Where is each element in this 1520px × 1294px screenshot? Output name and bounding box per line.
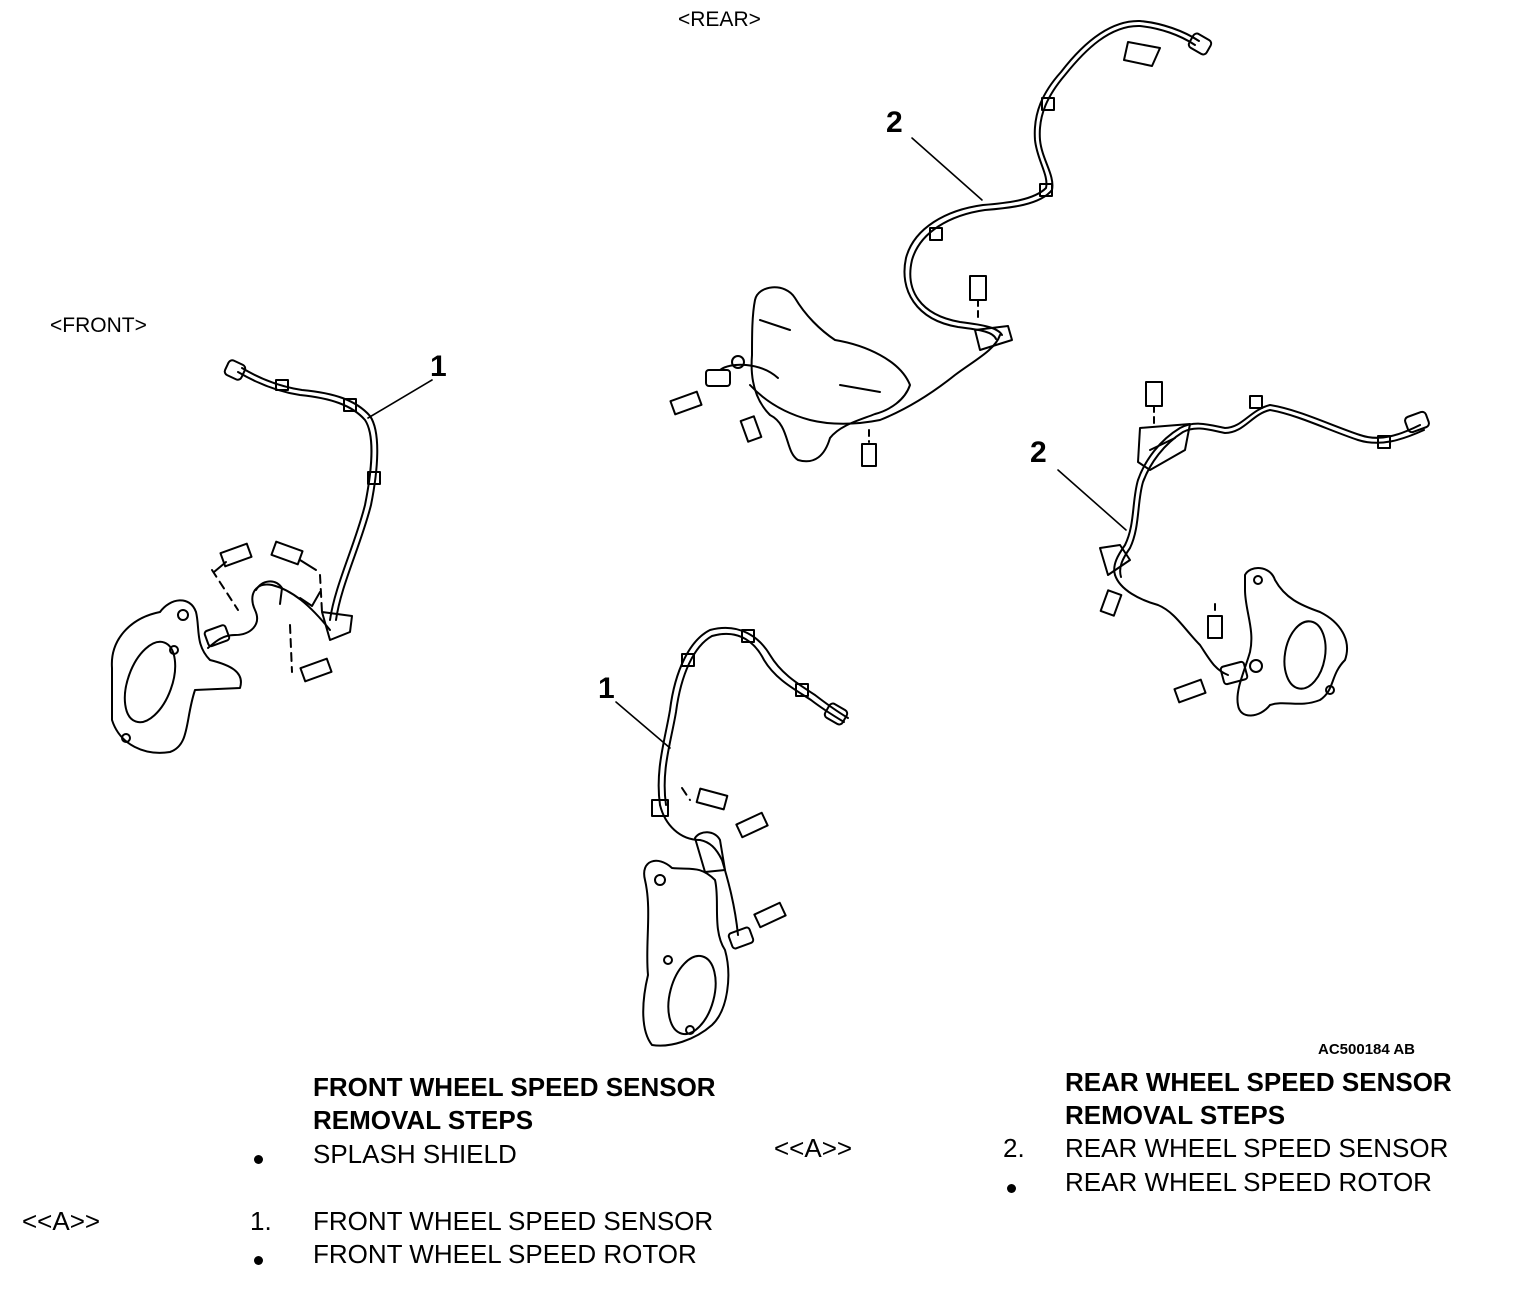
- figure-code: AC500184 AB: [1318, 1041, 1415, 1058]
- front-center-bolt-2: [736, 813, 767, 838]
- front-left-knuckle: [112, 600, 241, 752]
- rear-right-bolt-1: [1146, 382, 1162, 426]
- front-left-bolt-1: [214, 544, 252, 572]
- front-center-sensor: [728, 927, 754, 950]
- front-steps-heading-line1: FRONT WHEEL SPEED SENSOR: [313, 1072, 716, 1102]
- rear-upper-bolt-4: [862, 430, 876, 466]
- rear-right-knuckle: [1237, 568, 1347, 715]
- rear-upper-bolt-1: [970, 276, 986, 318]
- rear-step-rotor: REAR WHEEL SPEED ROTOR: [1065, 1167, 1432, 1197]
- callout-rear-upper: 2: [886, 106, 903, 139]
- front-left-bolt-3: [300, 659, 331, 682]
- rear-upper-bracket: [975, 326, 1012, 350]
- front-center-bolt-1: [697, 789, 728, 810]
- front-left-harness: [238, 372, 371, 620]
- rear-upper-connector: [1187, 32, 1212, 56]
- rear-upper-assembly: [670, 21, 1212, 466]
- front-step-rotor: FRONT WHEEL SPEED ROTOR: [313, 1239, 697, 1269]
- leader-rear-right: [1058, 470, 1126, 530]
- rear-upper-knuckle: [752, 287, 910, 461]
- step-bullet: [1007, 1184, 1016, 1193]
- front-center-bolt-3: [754, 903, 785, 928]
- step-bullet: [254, 1256, 263, 1265]
- front-step-marker: <<A>>: [22, 1206, 101, 1236]
- leader-front-upper: [368, 380, 432, 418]
- rear-steps-heading-line1: REAR WHEEL SPEED SENSOR: [1065, 1067, 1452, 1097]
- front-step-splash-shield: SPLASH SHIELD: [313, 1139, 517, 1169]
- rear-right-mount: [1138, 424, 1190, 470]
- rear-steps-heading-line2: REMOVAL STEPS: [1065, 1100, 1286, 1130]
- callout-front-upper: 1: [430, 350, 447, 383]
- rear-step-marker: <<A>>: [774, 1133, 853, 1163]
- leader-front-lower: [616, 702, 670, 748]
- rear-right-assembly: [1100, 382, 1430, 716]
- leader-rear-upper: [912, 138, 982, 200]
- rear-view-label: <REAR>: [678, 8, 761, 31]
- rear-upper-bolt-2: [670, 392, 701, 415]
- front-left-bracket: [322, 612, 352, 640]
- rear-upper-mount: [1124, 42, 1160, 66]
- front-view-label: <FRONT>: [50, 314, 147, 337]
- front-left-assembly: [112, 359, 380, 753]
- front-left-connector: [223, 359, 246, 381]
- rear-step-sensor: REAR WHEEL SPEED SENSOR: [1065, 1133, 1449, 1163]
- front-center-assembly: [643, 628, 848, 1046]
- callout-rear-right: 2: [1030, 436, 1047, 469]
- rear-upper-sensor: [706, 370, 730, 386]
- rear-upper-harness: [910, 26, 1195, 335]
- callout-front-lower: 1: [598, 672, 615, 705]
- front-step-sensor: FRONT WHEEL SPEED SENSOR: [313, 1206, 714, 1236]
- rear-right-harness: [1114, 405, 1420, 575]
- front-center-knuckle: [643, 861, 728, 1046]
- front-steps-heading-line2: REMOVAL STEPS: [313, 1105, 534, 1135]
- rear-right-bolt-2: [1101, 590, 1122, 615]
- rear-step-number: 2.: [1003, 1133, 1025, 1163]
- rear-right-bolt-3: [1208, 604, 1222, 638]
- rear-right-bracket: [1100, 545, 1130, 575]
- front-left-bolt-2: [271, 542, 316, 570]
- front-left-sensor: [204, 624, 230, 647]
- rear-upper-bolt-3: [741, 416, 762, 441]
- rear-right-bolt-4: [1174, 680, 1205, 703]
- rear-right-sensor: [1220, 661, 1248, 685]
- step-bullet: [254, 1155, 263, 1164]
- front-center-harness: [659, 628, 848, 805]
- rear-right-connector: [1404, 411, 1430, 434]
- front-center-bracket: [695, 832, 725, 872]
- front-step-number: 1.: [250, 1206, 272, 1236]
- front-center-connector: [823, 702, 848, 726]
